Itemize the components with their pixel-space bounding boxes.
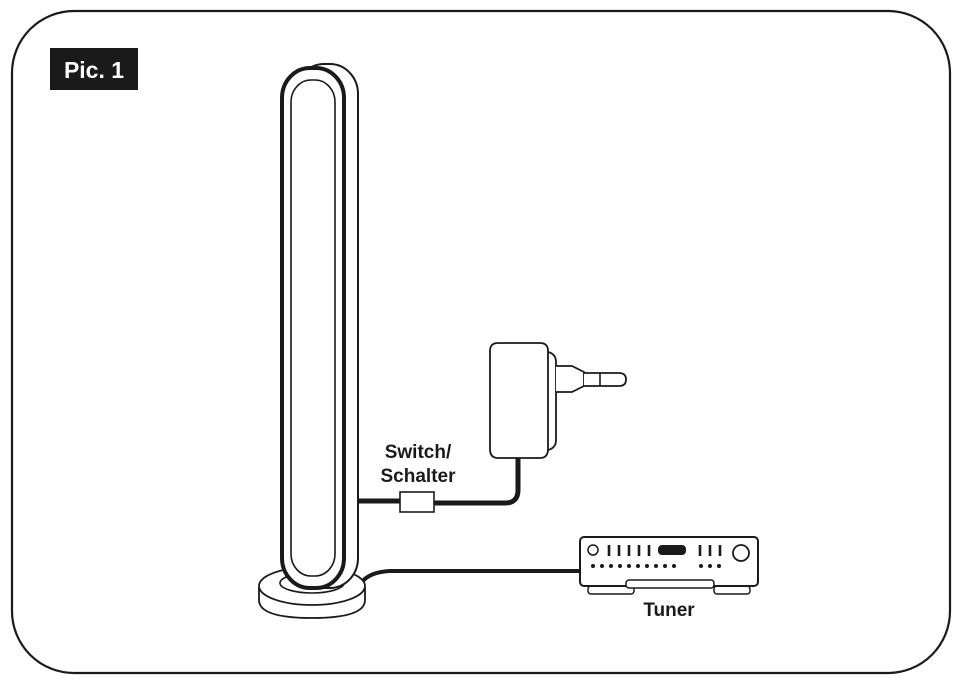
figure-frame	[10, 9, 952, 675]
tuner-indicator-dots	[591, 564, 721, 568]
figure-badge-label: Pic. 1	[64, 57, 124, 83]
cable-switch-to-adapter	[434, 456, 521, 506]
tuner-left-bars	[607, 545, 651, 556]
tuner-display	[658, 545, 686, 555]
figure-badge: Pic. 1	[50, 48, 138, 90]
adapter-face	[547, 351, 557, 451]
adapter-plug-neck	[556, 365, 585, 393]
tuner-volume-knob	[732, 544, 750, 562]
tuner-power-button	[587, 544, 599, 556]
tuner-label: Tuner	[643, 600, 695, 621]
adapter-plug-pin	[584, 372, 627, 387]
tuner-stand	[625, 579, 715, 589]
tuner-device-icon	[579, 536, 759, 595]
adapter-body	[489, 342, 549, 459]
power-adapter-icon	[489, 342, 627, 459]
switch-label-line2: Schalter	[381, 466, 457, 487]
figure-badge-background	[50, 48, 138, 90]
tuner-right-bars	[698, 545, 722, 556]
inline-switch-icon	[399, 491, 435, 513]
tuner-foot-right	[713, 585, 751, 595]
led-light-bar-icon	[280, 63, 359, 590]
light-bar-diffuser	[290, 79, 336, 577]
switch-label-line1: Switch/	[385, 442, 452, 463]
tuner-body	[579, 536, 759, 587]
cable-base-to-tuner	[360, 569, 580, 584]
